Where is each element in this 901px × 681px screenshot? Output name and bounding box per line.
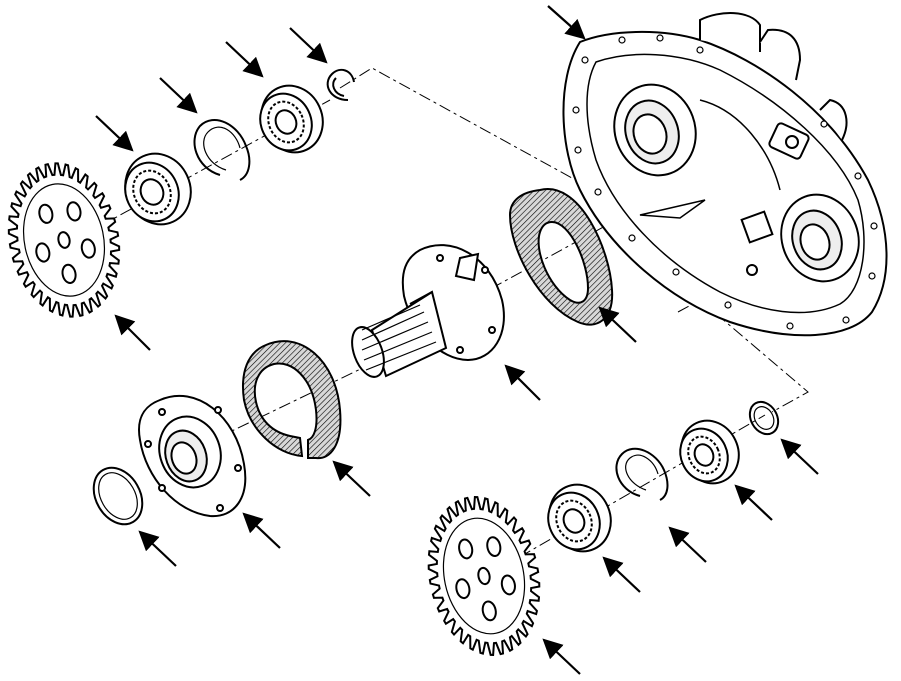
lower-bearing-outer xyxy=(547,483,612,553)
arrow-oil-seal xyxy=(138,530,177,567)
arrow-upper-retaining-ring xyxy=(289,27,328,64)
gear-lightening-hole xyxy=(61,263,77,284)
arrow-splined-shaft xyxy=(504,364,541,401)
arrow-flange-gasket xyxy=(332,460,371,497)
lower-gear xyxy=(427,496,541,656)
arrow-lower-retaining-ring xyxy=(780,438,819,475)
arrow-housing-gasket xyxy=(598,306,637,343)
arrow-upper-gear xyxy=(114,314,151,351)
splined-shaft xyxy=(351,244,505,378)
arrow-lower-gear xyxy=(542,638,581,675)
gear-lightening-hole xyxy=(38,203,54,224)
gear-lightening-hole xyxy=(66,201,82,222)
upper-bearing-inner xyxy=(259,84,324,154)
arrow-lower-snap-ring xyxy=(668,526,707,563)
gear-lightening-hole xyxy=(481,600,497,622)
lower-snap-ring xyxy=(615,447,669,501)
lower-retaining-ring xyxy=(748,400,780,436)
upper-bearing-outer xyxy=(124,152,192,226)
arrow-upper-bearing-inner xyxy=(225,41,264,78)
arrow-bearing-carrier xyxy=(242,512,281,549)
arrow-upper-snap-ring xyxy=(159,77,198,114)
arrow-housing-cover xyxy=(547,5,586,40)
upper-gear xyxy=(7,162,121,318)
bearing-carrier xyxy=(138,394,247,518)
lower-bearing-inner xyxy=(679,419,740,485)
housing-gasket xyxy=(508,188,614,326)
callout-arrows xyxy=(95,5,819,675)
housing-cover xyxy=(562,12,888,337)
gear-hub xyxy=(477,566,491,586)
gear-lightening-hole xyxy=(500,574,516,596)
gear-lightening-hole xyxy=(458,538,474,560)
arrow-lower-bearing-outer xyxy=(602,556,641,593)
gear-lightening-hole xyxy=(80,238,96,259)
upper-retaining-ring xyxy=(326,68,355,101)
gear-lightening-hole xyxy=(35,242,51,263)
arrow-lower-bearing-inner xyxy=(734,484,773,521)
gear-lightening-hole xyxy=(486,536,502,558)
upper-snap-ring xyxy=(193,119,251,181)
gear-web xyxy=(22,183,106,297)
gear-web xyxy=(442,517,526,635)
oil-seal xyxy=(92,466,144,526)
flange-gasket xyxy=(242,340,342,460)
gear-hub xyxy=(57,231,71,249)
gear-lightening-hole xyxy=(455,578,471,600)
arrow-upper-bearing-outer xyxy=(95,115,134,152)
